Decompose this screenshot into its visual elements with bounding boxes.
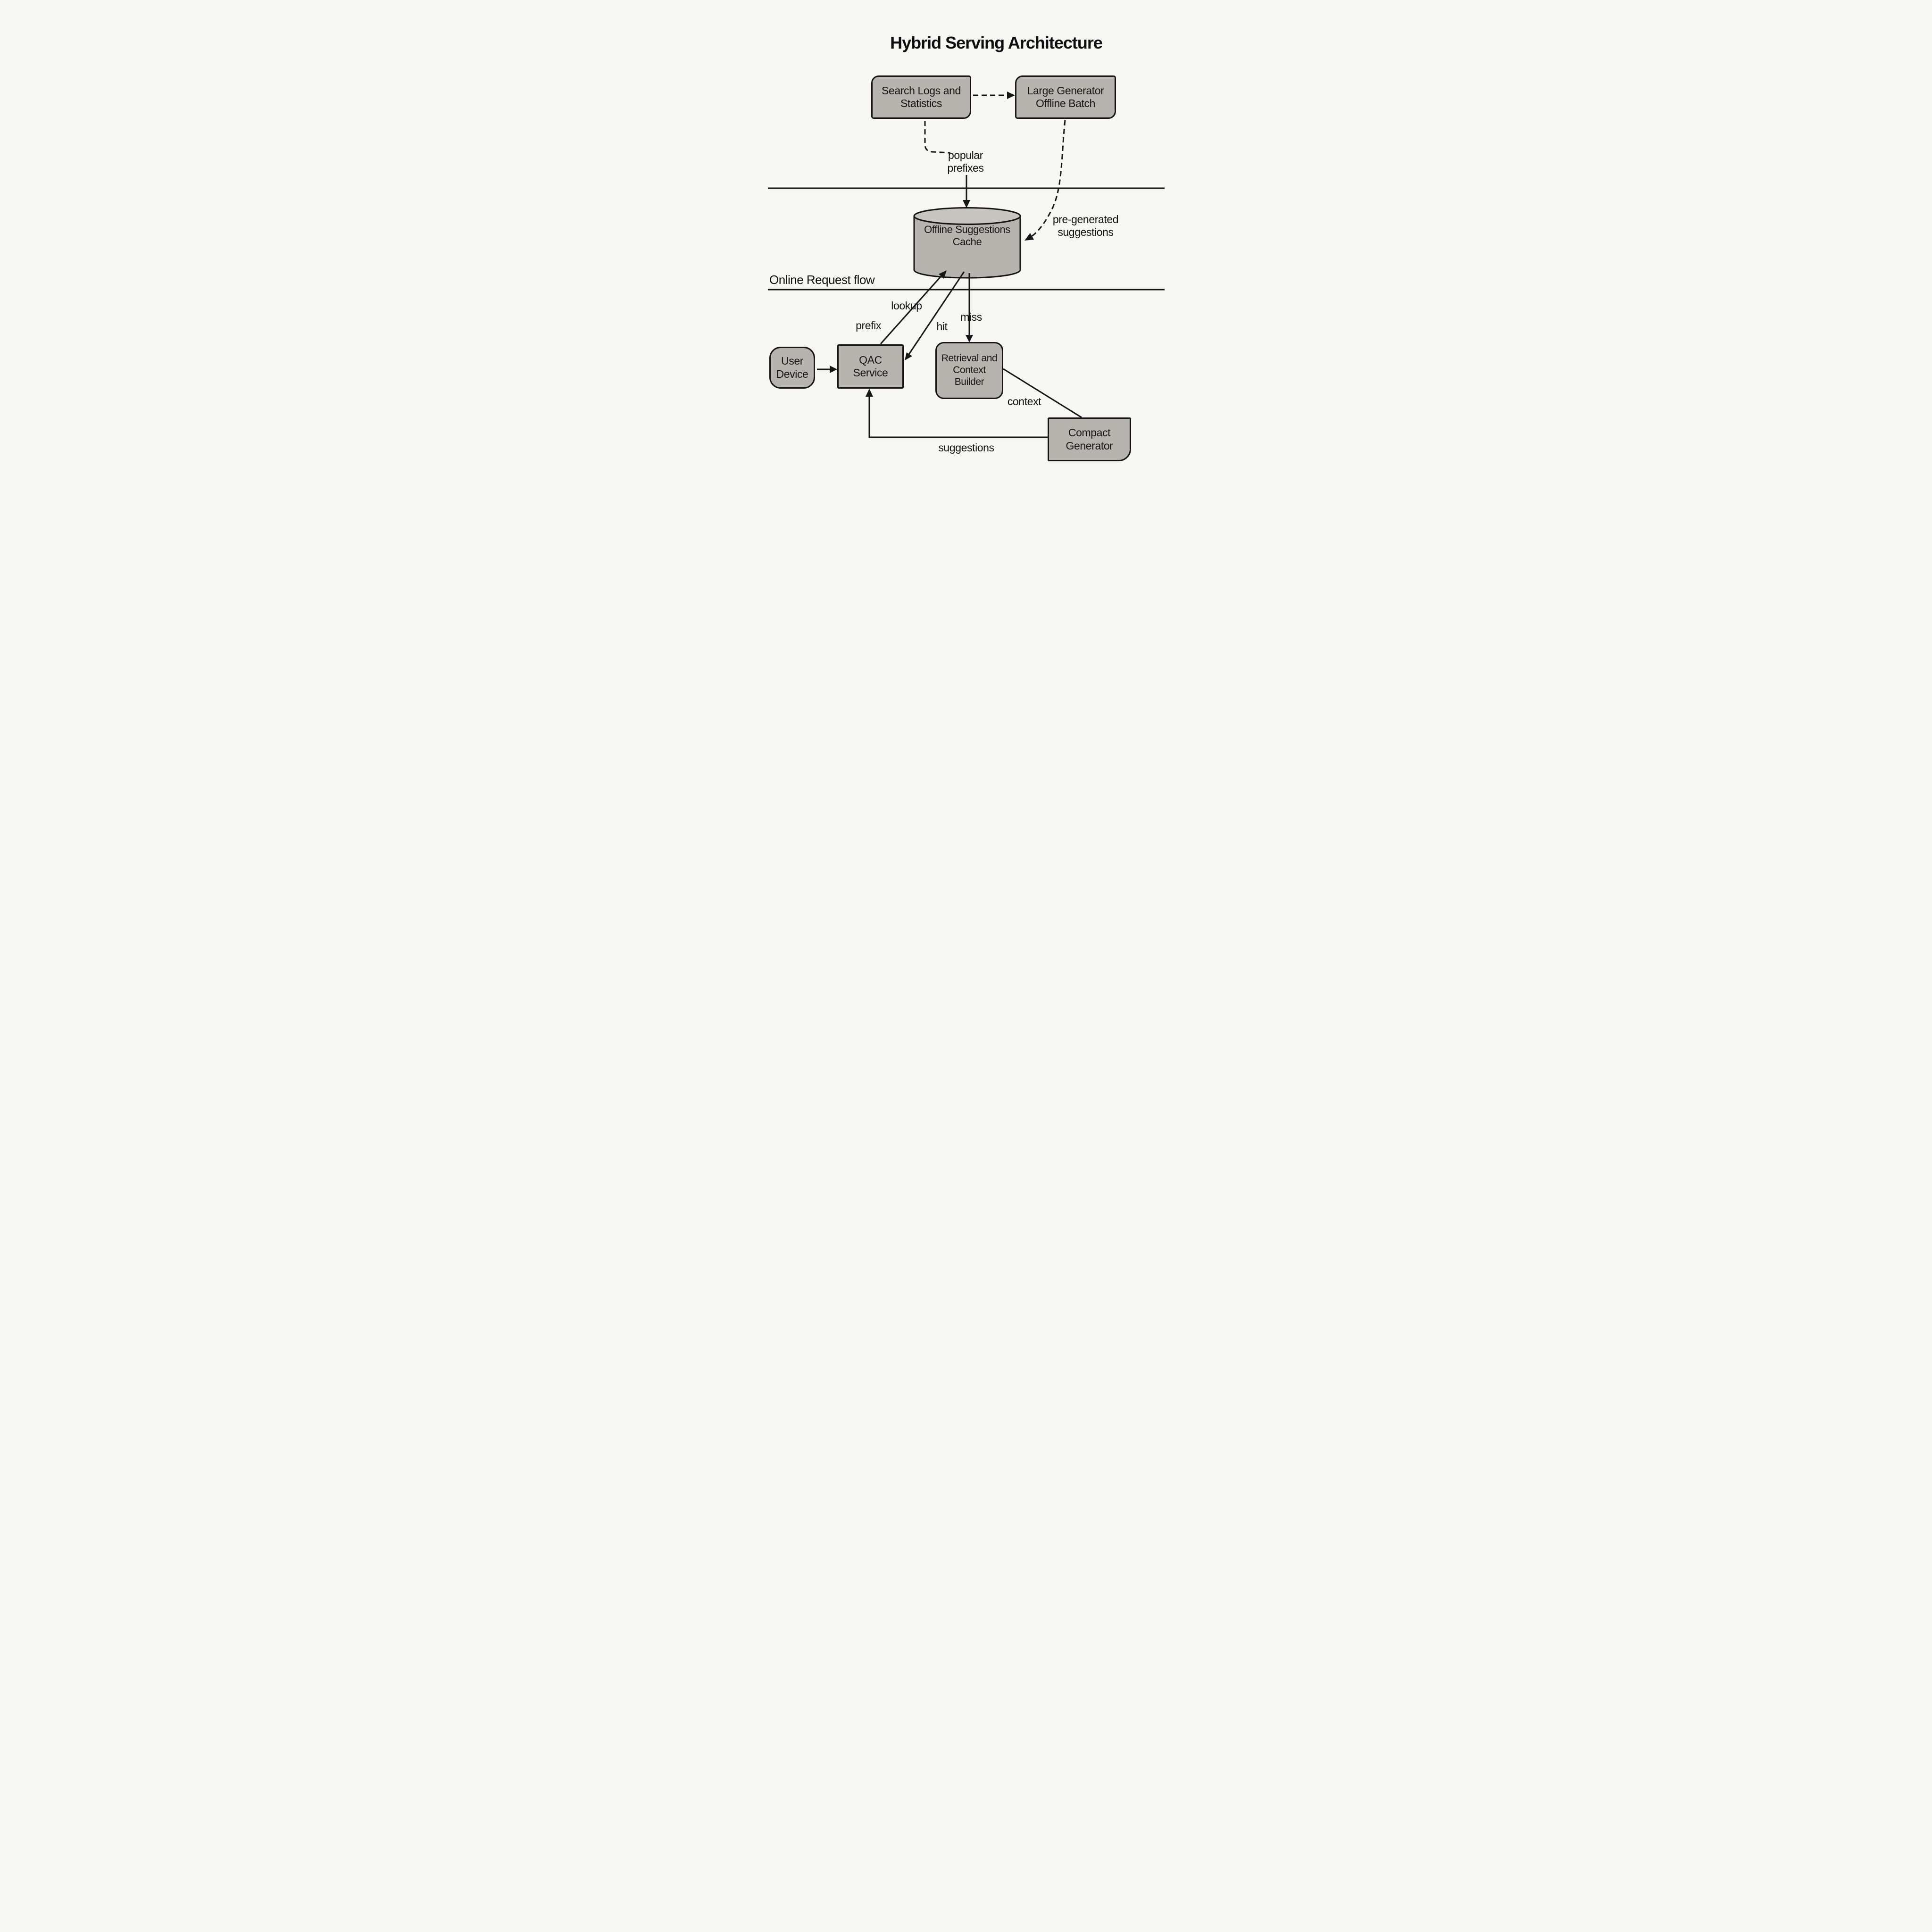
edge-cache-qac-hit [906,271,965,358]
edge-label-prefix: prefix [856,319,881,332]
cache-cylinder-body [913,216,1021,279]
arrowhead-into-qac-left [830,366,837,373]
node-retrieval-context-builder-label: Retrieval and Context Builder [941,353,998,387]
node-qac-service-label: QAC Service [853,353,888,379]
edge-retrieval-compact-context [1003,368,1082,418]
arrowhead-into-cache-right [1024,233,1034,241]
edge-label-hit: hit [936,320,948,333]
node-user-device: User Device [769,347,815,389]
node-search-logs: Search Logs and Statistics [871,75,971,119]
edge-label-lookup: lookup [891,300,922,312]
node-large-generator: Large Generator Offline Batch [1015,75,1116,119]
node-search-logs-label: Search Logs and Statistics [882,84,961,109]
node-user-device-label: User Device [776,355,808,380]
edge-label-suggestions: suggestions [938,441,994,454]
edge-qac-cache-lookup [880,273,945,344]
node-large-generator-label: Large Generator Offline Batch [1027,84,1104,109]
arrowhead-into-large-generator [1007,92,1015,99]
edge-label-popular-prefixes: popular prefixes [947,149,984,175]
diagram-title: Hybrid Serving Architecture [890,33,1103,52]
edge-label-miss: miss [960,311,982,323]
edge-largegenerator-cache [1029,120,1066,239]
node-retrieval-context-builder: Retrieval and Context Builder [935,342,1003,399]
edge-label-context: context [1007,395,1041,408]
diagram-canvas: Hybrid Serving Architecture [724,0,1208,483]
arrowhead-into-qac-right [905,352,912,360]
cache-cylinder-top [913,207,1021,225]
arrowhead-into-retrieval-top [966,335,973,342]
arrowhead-into-cache-bottom [939,270,947,279]
edge-compact-qac-suggestions [868,394,1048,438]
arrowhead-into-qac-bottom [866,389,873,397]
arrowhead-into-cache-top [963,200,970,208]
node-compact-generator: Compact Generator [1048,417,1131,461]
edge-searchlogs-popularprefixes [924,121,951,154]
online-request-flow-label: Online Request flow [769,273,875,287]
edge-label-pre-generated-suggestions: pre-generated suggestions [1052,213,1119,239]
node-compact-generator-label: Compact Generator [1066,426,1113,452]
node-qac-service: QAC Service [837,344,904,389]
diagram-wires-layer [768,92,1165,438]
node-offline-cache-label: Offline Suggestions Cache [924,224,1010,248]
